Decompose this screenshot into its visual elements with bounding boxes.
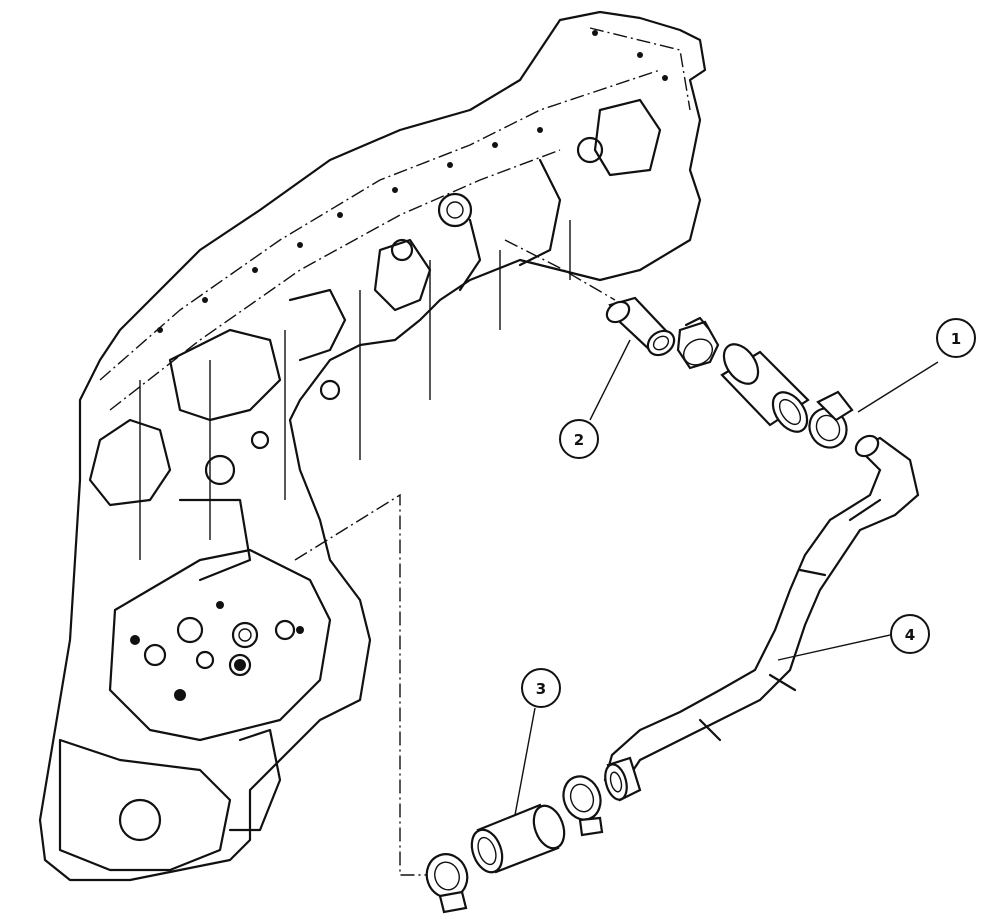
callout-label: 4: [905, 626, 915, 644]
callout-item-3: 3: [521, 668, 561, 708]
callout-item-4: 4: [890, 614, 930, 654]
hose-clamp-lower-right: [562, 775, 604, 837]
fitting-item-2: [605, 296, 676, 357]
hose-clamp-item-1: [808, 390, 854, 449]
hose-sleeve-item-3: [470, 803, 566, 874]
assembly-centerlines: [294, 239, 616, 876]
hose-clamp-upper-left: [676, 316, 720, 370]
callout-label: 3: [536, 680, 546, 698]
hose-sleeve-upper: [720, 343, 810, 433]
leader-lines: [514, 339, 939, 816]
callout-label: 1: [951, 330, 961, 348]
hose-item-4: [603, 434, 920, 802]
callout-item-1: 1: [936, 318, 976, 358]
callout-item-2: 2: [559, 419, 599, 459]
callout-label: 2: [574, 431, 584, 449]
hose-clamp-lower-left: [425, 853, 469, 914]
engine-block: [38, 10, 707, 882]
